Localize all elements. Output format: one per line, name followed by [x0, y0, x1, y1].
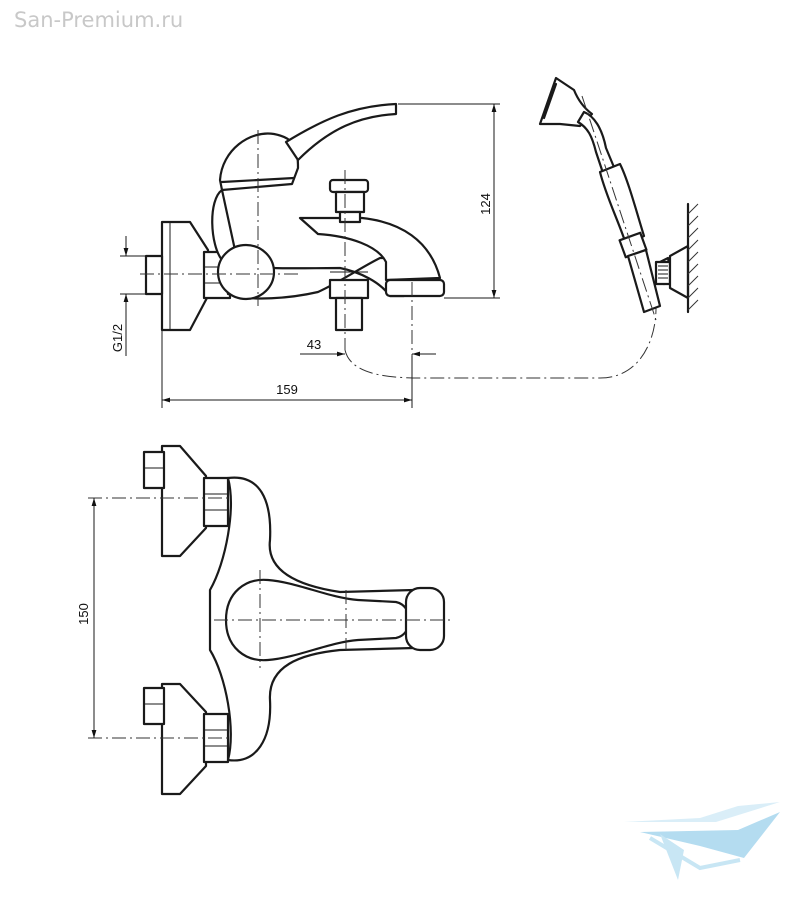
- upper-hex-nut: [202, 476, 230, 528]
- hose-line: [344, 307, 657, 379]
- mixer-cap: [218, 132, 300, 192]
- inlet-pipe: [144, 254, 164, 296]
- diverter-knob: [334, 190, 366, 214]
- dimension-height: 124: [398, 103, 500, 299]
- shower-handle: [598, 162, 646, 246]
- dimension-spacing: 150: [76, 498, 97, 738]
- side-view-mixer: [140, 102, 446, 356]
- dimension-offset-label: 43: [307, 337, 321, 352]
- control-lever: [284, 102, 398, 162]
- lower-wall-flange: [160, 682, 208, 796]
- hose-outlet-nut: [328, 278, 370, 300]
- watermark-text: San-Premium.ru: [14, 8, 184, 32]
- diverter-stem: [338, 210, 362, 224]
- dimension-spacing-label: 150: [76, 603, 91, 625]
- cartridge-ball: [216, 243, 276, 301]
- dimension-height-label: 124: [478, 193, 493, 215]
- dimension-thread-label: G1/2: [110, 324, 125, 352]
- top-view-mixer: [88, 444, 452, 796]
- top-spout-end: [404, 586, 446, 652]
- hose-section: [626, 248, 662, 314]
- lower-inlet-pipe: [142, 686, 166, 726]
- wall-flange: [160, 220, 210, 332]
- aerator: [384, 278, 446, 298]
- dimension-thread: G1/2: [110, 236, 146, 356]
- wall-hatch: [687, 203, 699, 311]
- shower-neck: [576, 110, 618, 178]
- upper-wall-flange: [160, 444, 208, 558]
- dimension-offset: 43: [300, 337, 436, 357]
- dimension-width: 159: [161, 330, 413, 408]
- holder-knurl: [654, 260, 672, 286]
- hose-outlet-pipe: [334, 296, 364, 332]
- holder-flange: [668, 244, 690, 300]
- brand-logo: [624, 802, 780, 880]
- hand-shower: [538, 76, 699, 321]
- upper-inlet-pipe: [142, 450, 166, 490]
- dimension-width-label: 159: [276, 382, 298, 397]
- diverter-knob-top: [328, 178, 370, 194]
